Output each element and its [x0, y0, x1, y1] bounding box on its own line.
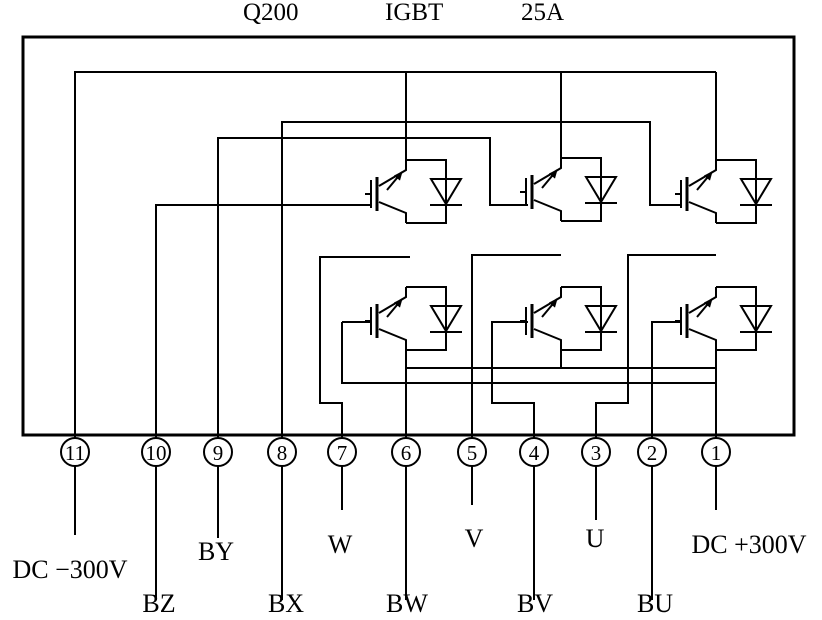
module-outline	[21, 35, 796, 437]
igbt-low-u	[675, 286, 773, 351]
pin-5: 5V	[457, 437, 487, 553]
pin-label: BY	[198, 537, 234, 566]
pin-number: 2	[647, 441, 658, 465]
pin-7: 7W	[327, 437, 357, 559]
pin-9: 9BY	[198, 437, 234, 566]
pin-number: 7	[337, 441, 348, 465]
pin-number: 4	[529, 441, 540, 465]
pin-number: 9	[213, 441, 224, 465]
pin-label: V	[465, 524, 484, 553]
pin-11: 11 DC −300V	[12, 437, 128, 584]
igbt-high-v	[520, 157, 618, 222]
pin-3: 3U	[581, 437, 611, 553]
wiring	[74, 71, 717, 446]
pin-number: 5	[467, 441, 478, 465]
pin-label: BW	[386, 589, 428, 615]
pin-number: 10	[146, 441, 167, 465]
pin-label: BV	[517, 589, 553, 615]
pin-number: 3	[591, 441, 602, 465]
pin-label: DC −300V	[12, 555, 127, 584]
pin-number: 8	[277, 441, 288, 465]
pin-4: 4BV	[517, 437, 553, 618]
igbt-high-w	[365, 159, 463, 224]
pin-number: 11	[65, 441, 85, 465]
igbt-high-u	[675, 159, 773, 224]
pin-number: 6	[401, 441, 412, 465]
pin-label: BX	[268, 589, 304, 615]
pin-label: BZ	[142, 589, 175, 615]
pin-number: 1	[711, 441, 722, 465]
current-rating-label: 25A	[521, 0, 564, 26]
pin-6: 6BW	[386, 437, 428, 618]
pin-label: U	[586, 524, 605, 553]
pin-8: 8BX	[267, 437, 304, 618]
pin-label: DC +300V	[691, 530, 806, 559]
pin-2: 2BU	[637, 437, 673, 618]
igbt-low-v	[520, 286, 618, 351]
part-number-label: Q200	[243, 0, 299, 26]
device-type-label: IGBT	[385, 0, 443, 26]
igbt-cells	[365, 157, 773, 351]
pin-label: BU	[637, 589, 673, 615]
pin-1: 1 DC +300V	[691, 437, 807, 559]
igbt-low-w	[365, 286, 463, 351]
pin-label: W	[328, 530, 353, 559]
